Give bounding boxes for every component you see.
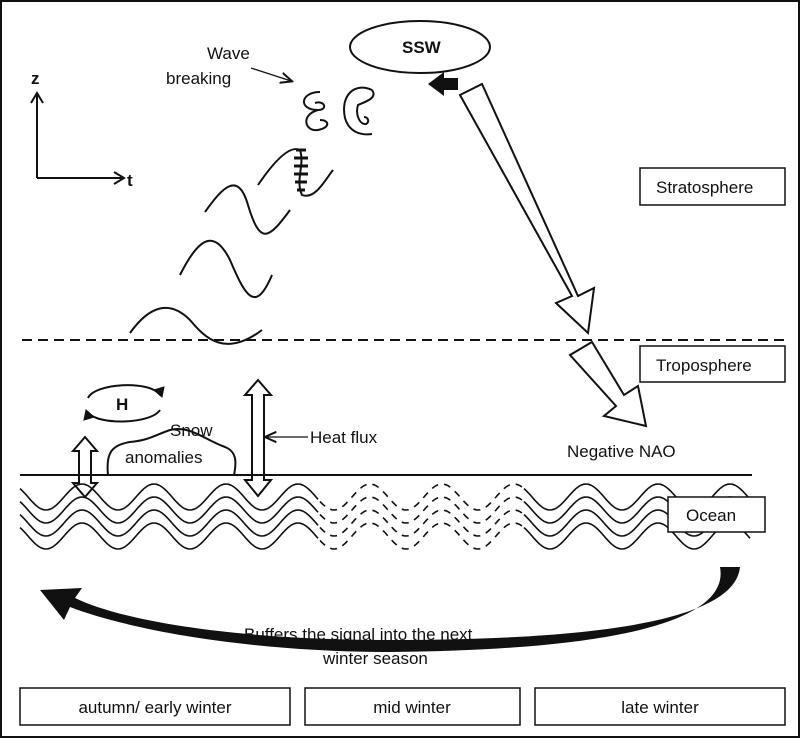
troposphere-label: Troposphere bbox=[656, 356, 752, 375]
season-label-autumn: autumn/ early winter bbox=[78, 698, 231, 717]
ssw-arrow-icon bbox=[428, 72, 458, 96]
troposphere-box: Troposphere bbox=[639, 345, 786, 383]
buffer-curved-arrow-icon bbox=[40, 567, 740, 652]
heat-flux-large-arrow-icon bbox=[242, 378, 274, 498]
ocean-wave-dashed bbox=[319, 509, 523, 537]
buffer-label-1: Buffers the signal into the next bbox=[244, 625, 473, 644]
downward-arrow-trop bbox=[568, 340, 648, 428]
ocean-box: Ocean bbox=[667, 496, 766, 533]
downward-arrow-strat bbox=[458, 82, 596, 336]
wave-breaking-label-2: breaking bbox=[166, 69, 231, 88]
wave-breaking-pointer bbox=[250, 67, 291, 81]
season-box-late: late winter bbox=[534, 687, 786, 726]
snow-label-1: Snow bbox=[170, 421, 213, 440]
season-box-mid: mid winter bbox=[304, 687, 521, 726]
ocean-wave bbox=[19, 496, 319, 524]
ssw-label: SSW bbox=[402, 38, 442, 57]
negative-nao-label: Negative NAO bbox=[567, 442, 676, 461]
planetary-waves-icon bbox=[129, 148, 334, 345]
stratosphere-label: Stratosphere bbox=[656, 178, 753, 197]
z-axis-label: z bbox=[31, 69, 40, 88]
season-label-mid: mid winter bbox=[373, 698, 451, 717]
heat-flux-label: Heat flux bbox=[310, 428, 378, 447]
ocean-wave-dashed bbox=[319, 496, 523, 524]
season-box-autumn: autumn/ early winter bbox=[19, 687, 291, 726]
high-pressure-circulation-icon bbox=[83, 384, 165, 423]
t-axis-label: t bbox=[127, 171, 133, 190]
wave-breaking-curls-icon bbox=[303, 86, 375, 136]
snow-cloud-shape bbox=[106, 428, 237, 476]
ocean-wave-dashed bbox=[319, 522, 523, 550]
ocean-wave bbox=[523, 522, 751, 550]
snow-label-2: anomalies bbox=[125, 448, 203, 467]
ocean-wave bbox=[19, 483, 319, 511]
ocean-wave bbox=[19, 522, 319, 550]
wave-breaking-label-1: Wave bbox=[207, 44, 250, 63]
axes-icon bbox=[30, 91, 126, 185]
high-pressure-label: H bbox=[116, 395, 128, 414]
stratosphere-box: Stratosphere bbox=[639, 167, 786, 206]
buffer-label-2: winter season bbox=[322, 649, 428, 668]
ocean-wave bbox=[19, 509, 319, 537]
ocean-label: Ocean bbox=[686, 506, 736, 525]
polar-vortex-ellipse bbox=[349, 20, 491, 74]
season-label-late: late winter bbox=[621, 698, 699, 717]
ocean-waves bbox=[19, 483, 751, 550]
ocean-wave-dashed bbox=[319, 483, 523, 511]
